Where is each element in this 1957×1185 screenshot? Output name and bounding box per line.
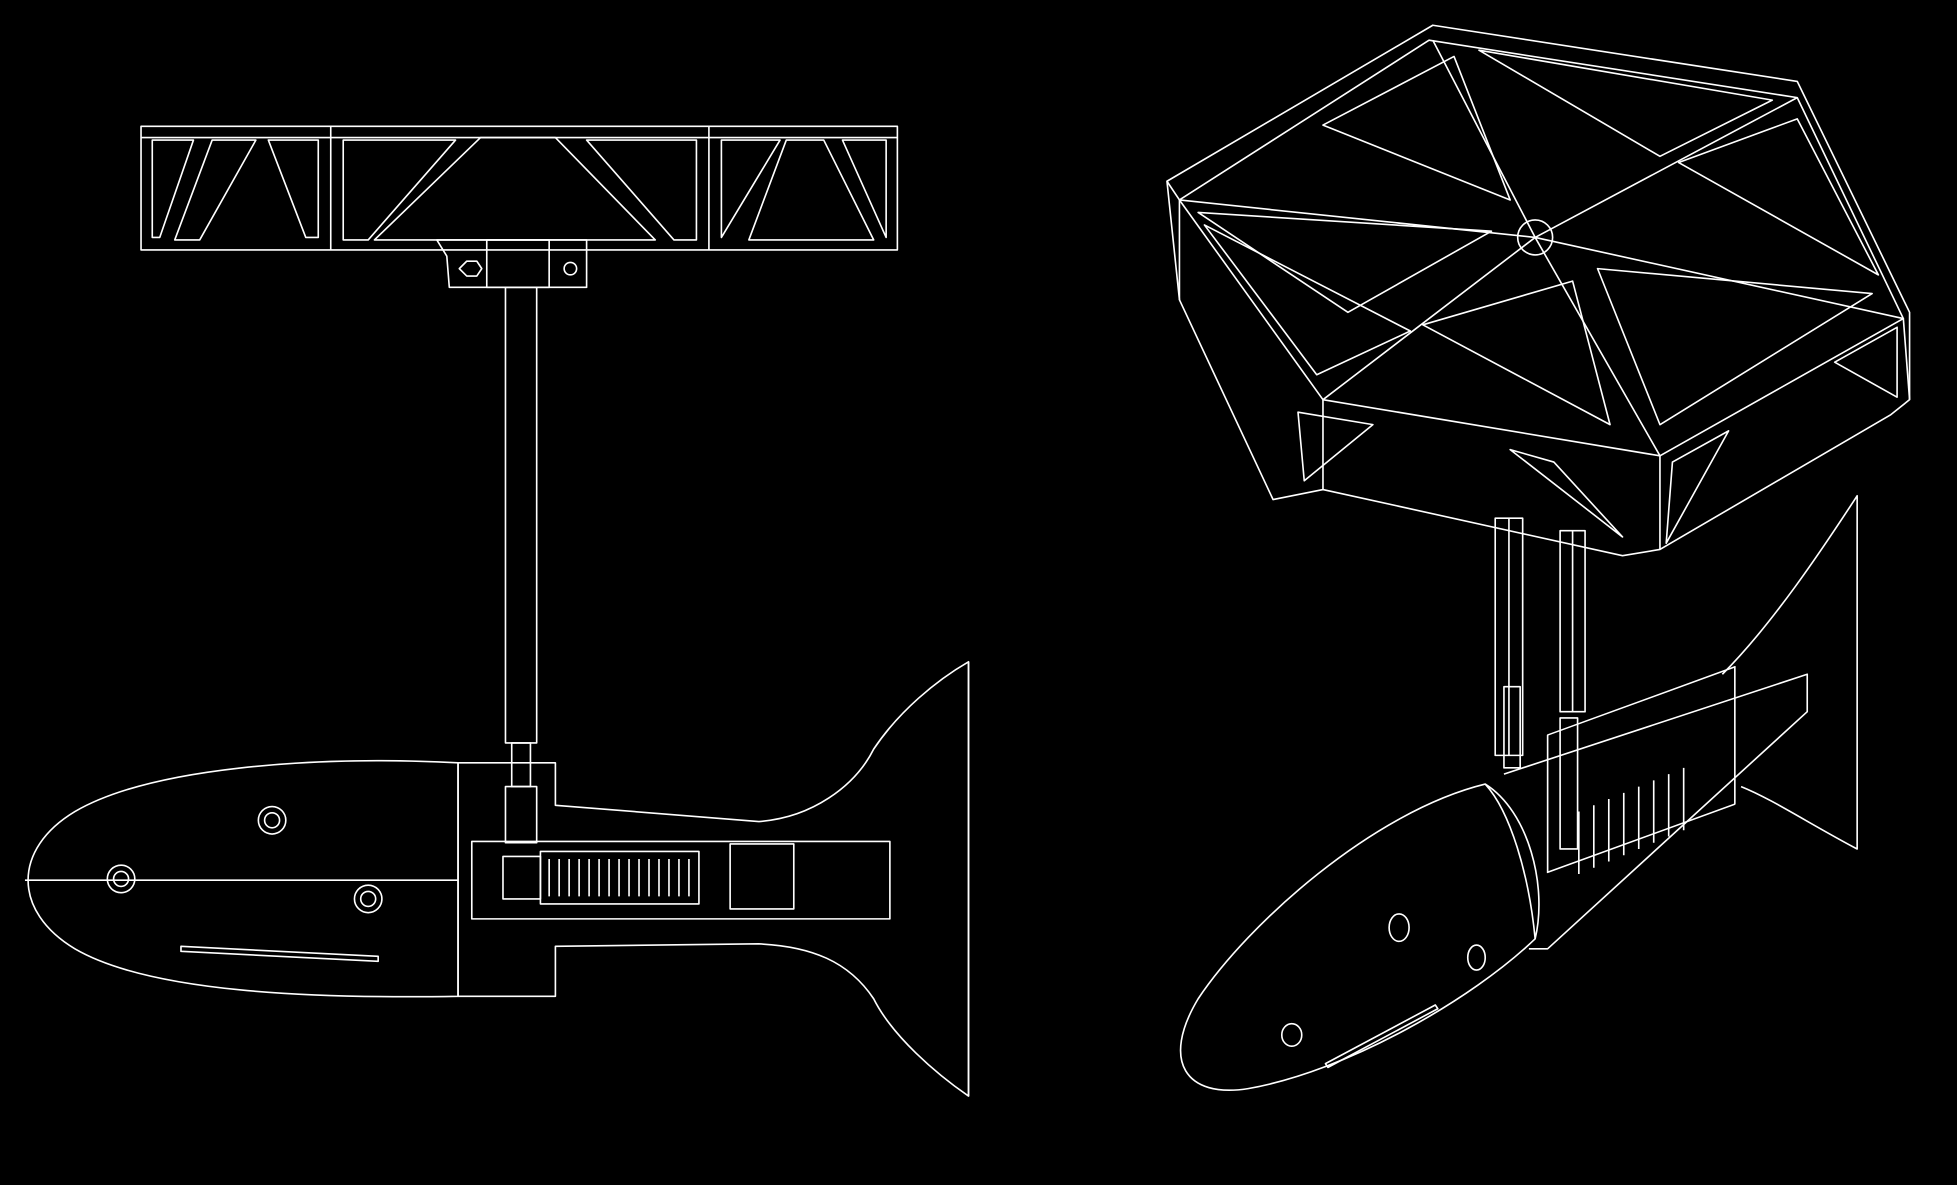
eye bbox=[1388, 913, 1410, 943]
hex-plate bbox=[1166, 24, 1911, 557]
support-rods bbox=[1494, 517, 1586, 850]
hex-nut bbox=[458, 260, 483, 277]
vent-ring bbox=[106, 864, 136, 894]
iso-tail-assembly bbox=[1503, 494, 1858, 950]
side-view bbox=[24, 125, 970, 1097]
mount-bracket bbox=[436, 239, 588, 289]
bolt-hole bbox=[563, 261, 578, 276]
tail-assembly bbox=[457, 660, 970, 1097]
isometric-view bbox=[1166, 24, 1911, 1091]
mouth-slot bbox=[180, 945, 379, 963]
vent bbox=[1280, 1022, 1303, 1047]
fish-body bbox=[24, 760, 459, 998]
connector bbox=[1503, 685, 1521, 769]
vent bbox=[1466, 944, 1487, 971]
top-frame bbox=[140, 125, 899, 251]
mouth-slot bbox=[1324, 1004, 1439, 1069]
support-rod bbox=[504, 286, 538, 844]
iso-fish-body bbox=[1179, 783, 1540, 1091]
vent-ring bbox=[353, 884, 383, 914]
eye-ring bbox=[257, 805, 287, 835]
center-hub bbox=[1516, 219, 1554, 256]
connector bbox=[1559, 717, 1579, 850]
